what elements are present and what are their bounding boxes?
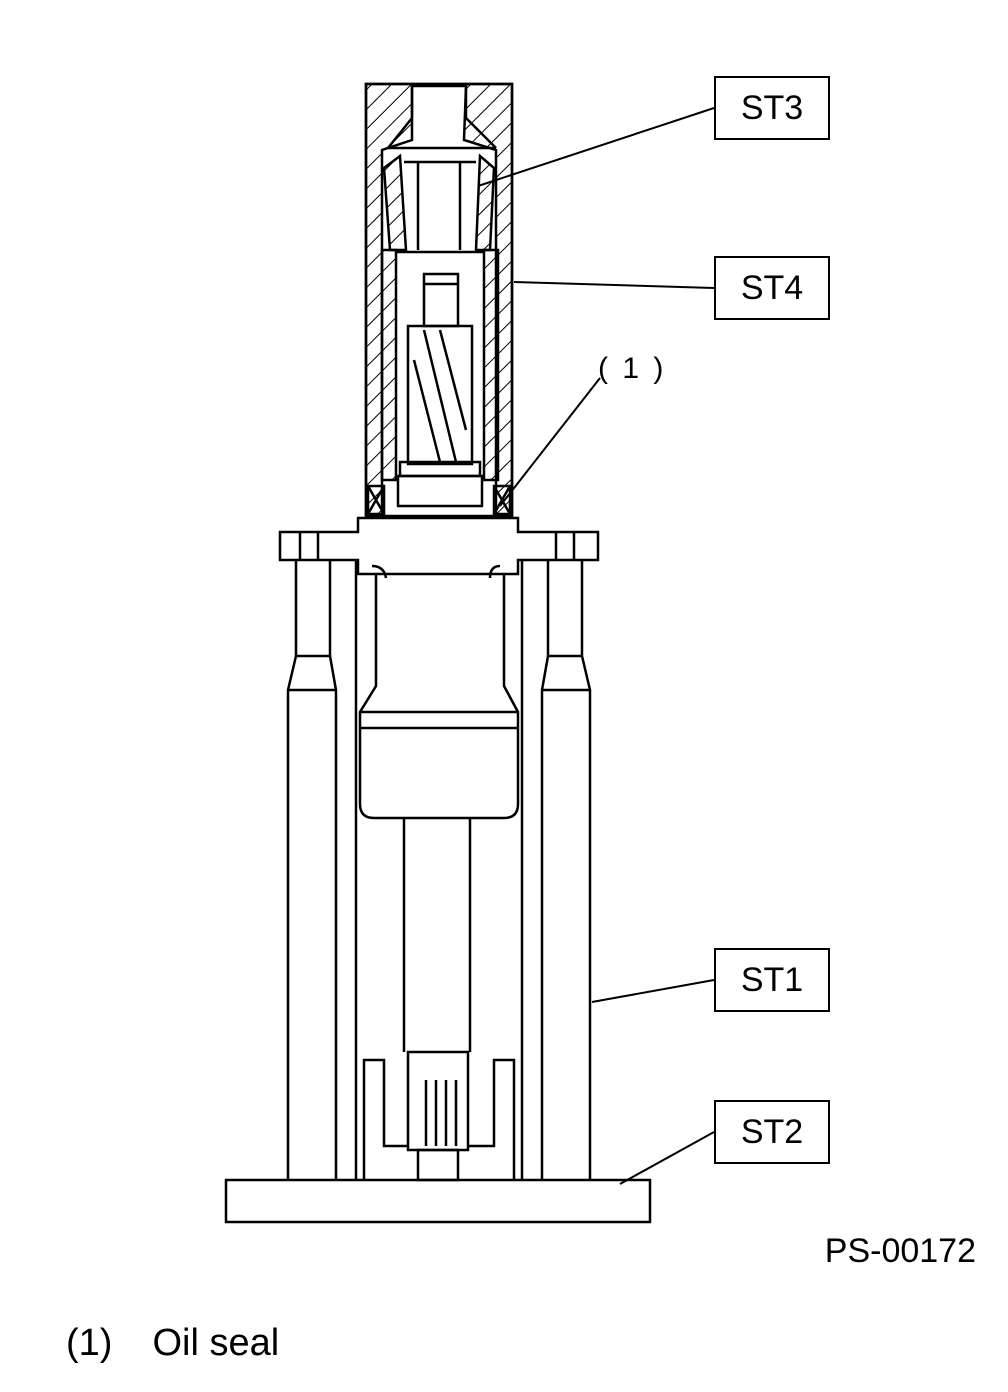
st1-label-box: ST1 xyxy=(714,948,830,1012)
legend: (1) Oil seal xyxy=(66,1322,279,1365)
legend-text: Oil seal xyxy=(152,1322,280,1364)
oil-seal-callout: ( 1 ) xyxy=(598,352,667,385)
st3-label: ST3 xyxy=(740,88,804,127)
st4-label-box: ST4 xyxy=(714,256,830,320)
figure-id: PS-00172 xyxy=(824,1232,976,1270)
top-flange xyxy=(278,516,600,579)
leader-lines xyxy=(477,107,715,1185)
st2-label-box: ST2 xyxy=(714,1100,830,1164)
legend-number: (1) xyxy=(66,1322,113,1364)
st2-label: ST2 xyxy=(740,1112,804,1151)
st1-pillars xyxy=(286,560,592,1180)
gearbox-body xyxy=(354,560,524,1182)
st4-label: ST4 xyxy=(740,268,804,307)
st3-label-box: ST3 xyxy=(714,76,830,140)
st4-guide xyxy=(380,153,500,482)
st2-base-plate xyxy=(224,1178,652,1224)
pinion-shaft xyxy=(396,272,484,508)
st1-label: ST1 xyxy=(740,960,804,999)
oil-seal-marks xyxy=(366,484,512,516)
